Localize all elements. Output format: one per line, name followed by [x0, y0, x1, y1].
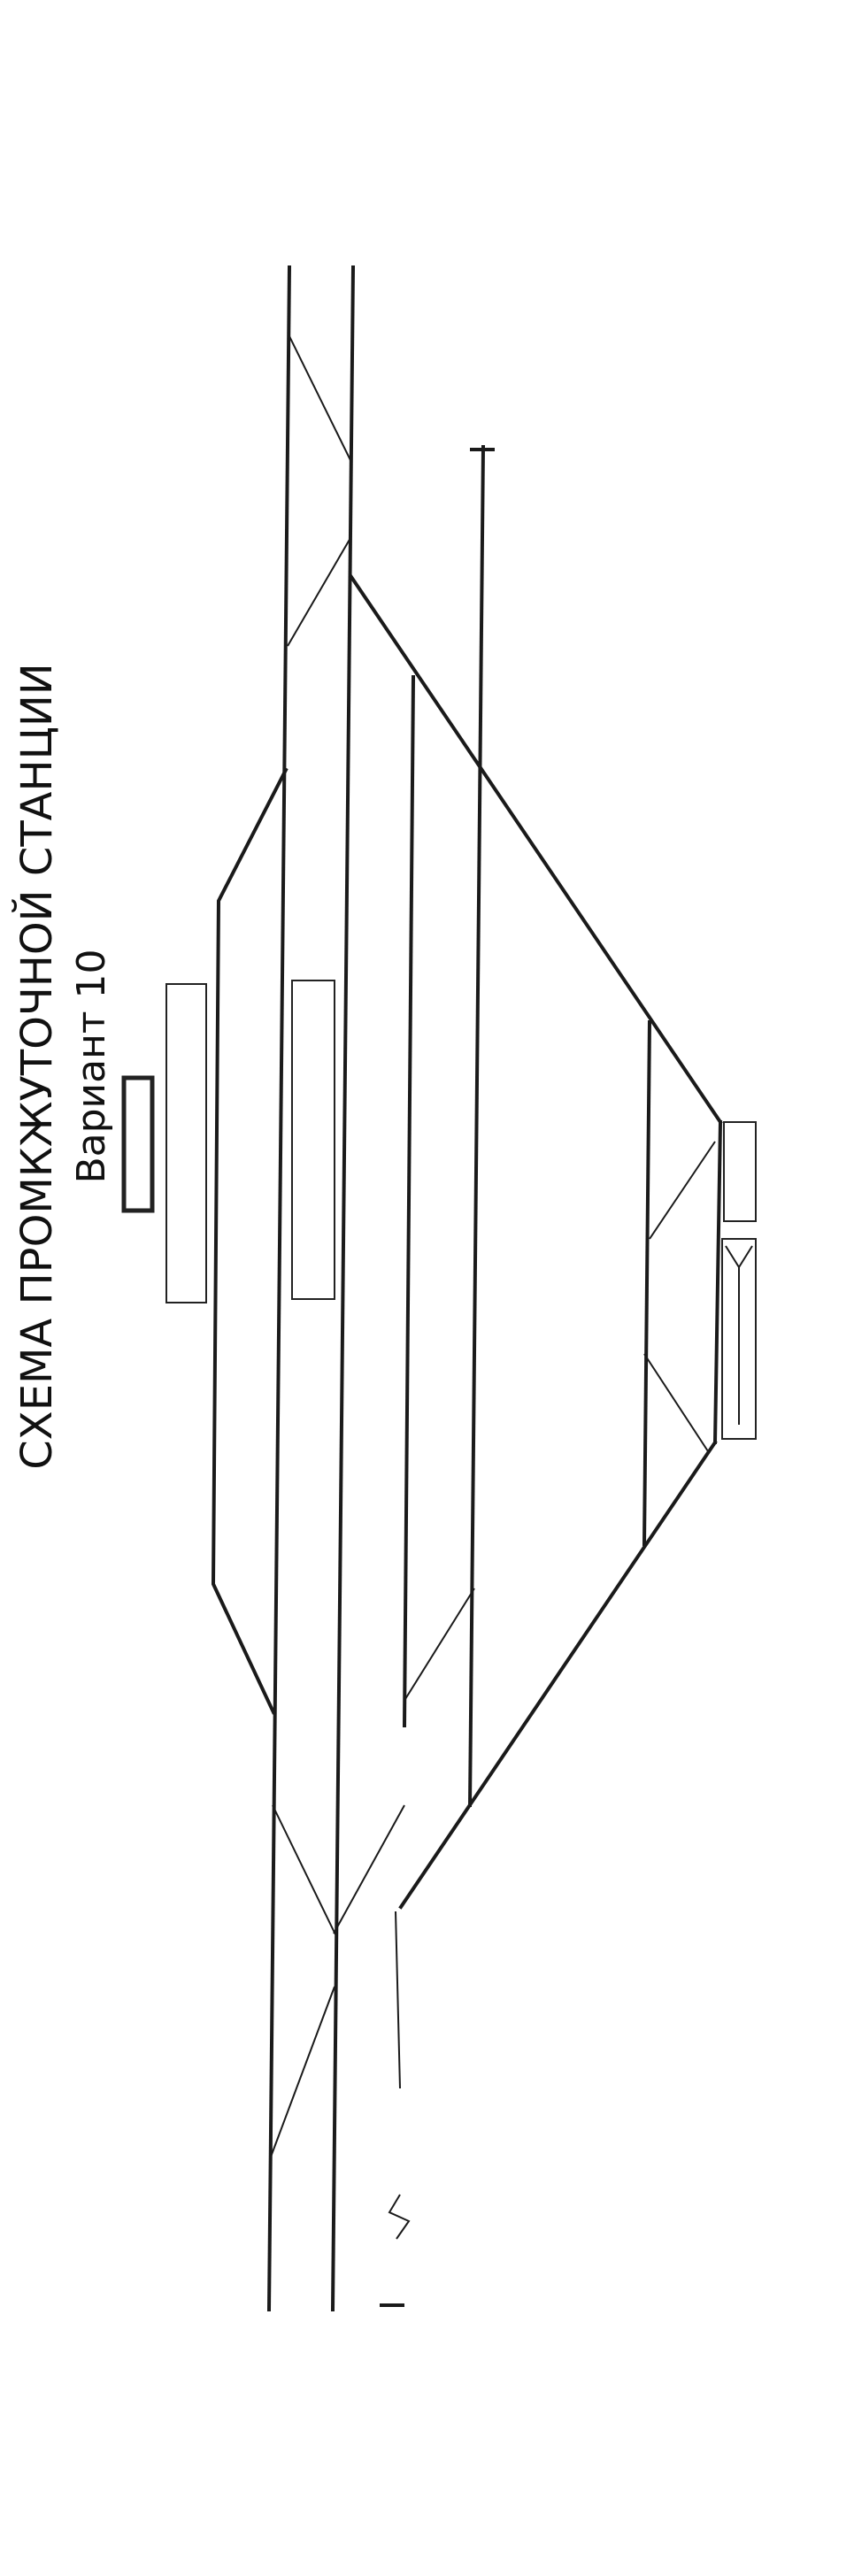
siding-inner-3: [642, 1019, 652, 1547]
crossover-bottom-a: [272, 1804, 336, 1935]
track-break-mark: [388, 2194, 411, 2240]
platform-center: [291, 980, 335, 1300]
platform-left: [165, 983, 207, 1303]
siding-left: [211, 767, 289, 1715]
diagram-subtitle: Вариант 10: [69, 949, 114, 1184]
branch-crossover-b: [643, 1353, 709, 1452]
main-track-1: [266, 265, 292, 2312]
crossover-bottom-b: [269, 1986, 335, 2160]
siding-tail-lower: [395, 1911, 401, 2089]
crossover-top-b: [287, 537, 351, 647]
diagonal-lower-connection: [398, 1440, 718, 1910]
title-block: СХЕМА ПРОМКЖУТОЧНОЙ СТАНЦИИ Вариант 10: [9, 624, 133, 1509]
branch-crossover-a: [649, 1141, 716, 1240]
diagonal-upper-connection: [349, 574, 723, 1125]
siding-link-lower: [333, 1804, 405, 1934]
main-track-2: [330, 265, 356, 2312]
siding-inner-2-stub: [467, 444, 486, 1808]
diagram-title: СХЕМА ПРОМКЖУТОЧНОЙ СТАНЦИИ: [12, 663, 62, 1470]
station-building: [121, 1075, 155, 1213]
siding-inner-1: [402, 674, 416, 1728]
crossover-top-a: [289, 335, 351, 461]
platform-branch: [723, 1121, 757, 1222]
siding-crossover: [404, 1588, 475, 1700]
branch-track-main: [712, 1119, 723, 1445]
